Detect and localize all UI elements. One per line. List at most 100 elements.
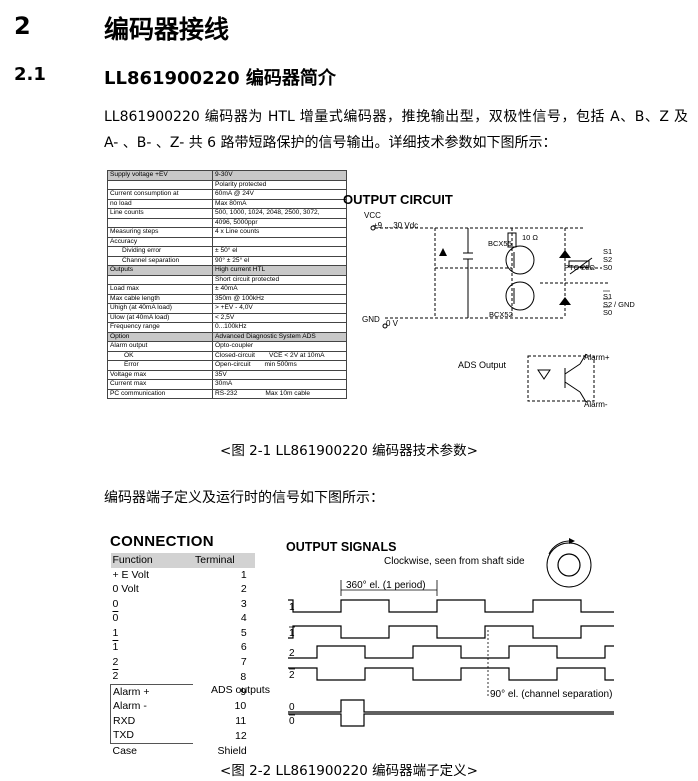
spec-value: > +EV - 4,0V <box>212 303 347 314</box>
connection-terminal: 3 <box>240 597 247 610</box>
signal-waveform <box>288 713 614 727</box>
spec-value <box>212 236 347 247</box>
optocoupler-box <box>527 355 595 402</box>
figure2-caption: <图 2-2 LL861900220 编码器端子定义> <box>220 763 478 779</box>
vcc-range: +9 ... 30 Vdc <box>373 221 418 230</box>
spec-key: Current max <box>107 379 213 390</box>
spec-key <box>107 274 213 285</box>
connection-terminal: 12 <box>235 729 247 742</box>
spec-key: Error <box>107 360 213 371</box>
diode-bottom-icon <box>559 297 571 305</box>
shaft-rotation-icon <box>546 542 592 588</box>
spec-value: 4096, 5000ppr <box>212 217 347 228</box>
spec-value: 60mA @ 24V <box>212 189 347 200</box>
spec-value-text: Closed-circuit <box>215 351 255 359</box>
spec-row: Short circuit protected <box>107 274 347 285</box>
output-signals-diagram: OUTPUT SIGNALS Clockwise, seen from shaf… <box>286 538 614 727</box>
connection-row: Alarm +9 <box>110 683 255 699</box>
spec-value: 35V <box>212 369 347 380</box>
spec-row: Dividing error± 50° el <box>107 246 347 257</box>
gnd-label: GND <box>362 315 380 324</box>
heading-title: 编码器接线 <box>104 15 230 44</box>
alarm-plus-label: Alarm+ <box>584 353 610 362</box>
spec-row: Uhigh (at 40mA load)> +EV - 4,0V <box>107 303 347 314</box>
spec-row: 4096, 5000ppr <box>107 217 347 228</box>
spec-value: Opto-coupler <box>212 341 347 352</box>
spec-key: Dividing error <box>107 246 213 257</box>
spec-value: High current HTL <box>212 265 347 276</box>
zero-v-label: 0 V <box>386 319 399 328</box>
spec-row: Load max± 40mA <box>107 284 347 295</box>
connection-terminal: 9 <box>240 685 247 698</box>
spec-value: 350m @ 100kHz <box>212 293 347 304</box>
spec-value-text: Max 80mA <box>215 199 247 207</box>
led-icon <box>537 369 551 380</box>
spec-key: Accuracy <box>107 236 213 247</box>
channel-label: 2 <box>289 648 295 659</box>
spec-value: Max 80mA <box>212 198 347 209</box>
spec-key: Outputs <box>107 265 213 276</box>
separation-label: 90° el. (channel separation) <box>490 689 612 700</box>
alarm-minus-label: Alarm- <box>584 400 608 409</box>
channel-label: 1 <box>289 628 295 639</box>
spec-value-text: 4096, 5000ppr <box>215 218 258 226</box>
spec-key: Current consumption at <box>107 189 213 200</box>
connection-function: 0 <box>112 612 119 625</box>
heading-number: 2 <box>14 12 31 40</box>
spec-key: Frequency range <box>107 322 213 333</box>
channel-label: 1 <box>289 602 295 613</box>
connection-function: Alarm - <box>110 699 193 714</box>
zener-diode-icon <box>439 248 447 256</box>
col-function: Function <box>110 553 193 568</box>
spec-value-text: 4 x Line counts <box>215 228 260 235</box>
spec-row: Ulow (at 40mA load)< 2,5V <box>107 312 347 323</box>
connection-function: 2 <box>112 670 119 683</box>
connection-function: 1 <box>112 626 119 639</box>
connection-function: 0 Volt <box>112 583 139 596</box>
spec-key: Max cable length <box>107 293 213 304</box>
spec-value-text: Polarity protected <box>215 180 267 188</box>
spec-value-text: 60mA @ 24V <box>215 190 254 197</box>
section-title: LL861900220 编码器简介 <box>104 68 336 89</box>
output-signals-subtitle: Clockwise, seen from shaft side <box>384 556 525 567</box>
transistor-top-label: BCX55 <box>488 239 512 248</box>
connection-function: 0 <box>112 597 119 610</box>
intro-paragraph: LL861900220 编码器为 HTL 增量式编码器，推挽输出型，双极性信号，… <box>104 109 688 151</box>
spec-value: 30mA <box>212 379 347 390</box>
channel-label: 2 <box>289 670 295 681</box>
spec-key: Alarm output <box>107 341 213 352</box>
connection-terminal: 11 <box>235 714 247 727</box>
connection-terminal: 5 <box>240 626 247 639</box>
spec-value-text: RS-232 <box>215 389 238 397</box>
spec-value-text: 30mA <box>215 380 233 387</box>
connection-terminal: Shield <box>217 744 247 757</box>
connection-title: CONNECTION <box>110 533 214 550</box>
section-number: 2.1 <box>14 64 46 85</box>
connection-function: + E Volt <box>112 568 149 581</box>
spec-value: ± 50° el <box>212 246 347 257</box>
spec-key: no load <box>107 198 213 209</box>
spec-value-extra: VCE < 2V at 10mA <box>268 351 325 359</box>
spec-key: Uhigh (at 40mA load) <box>107 303 213 314</box>
channel-label: 0 <box>289 702 295 713</box>
connection-row: Alarm -10 <box>110 699 255 714</box>
